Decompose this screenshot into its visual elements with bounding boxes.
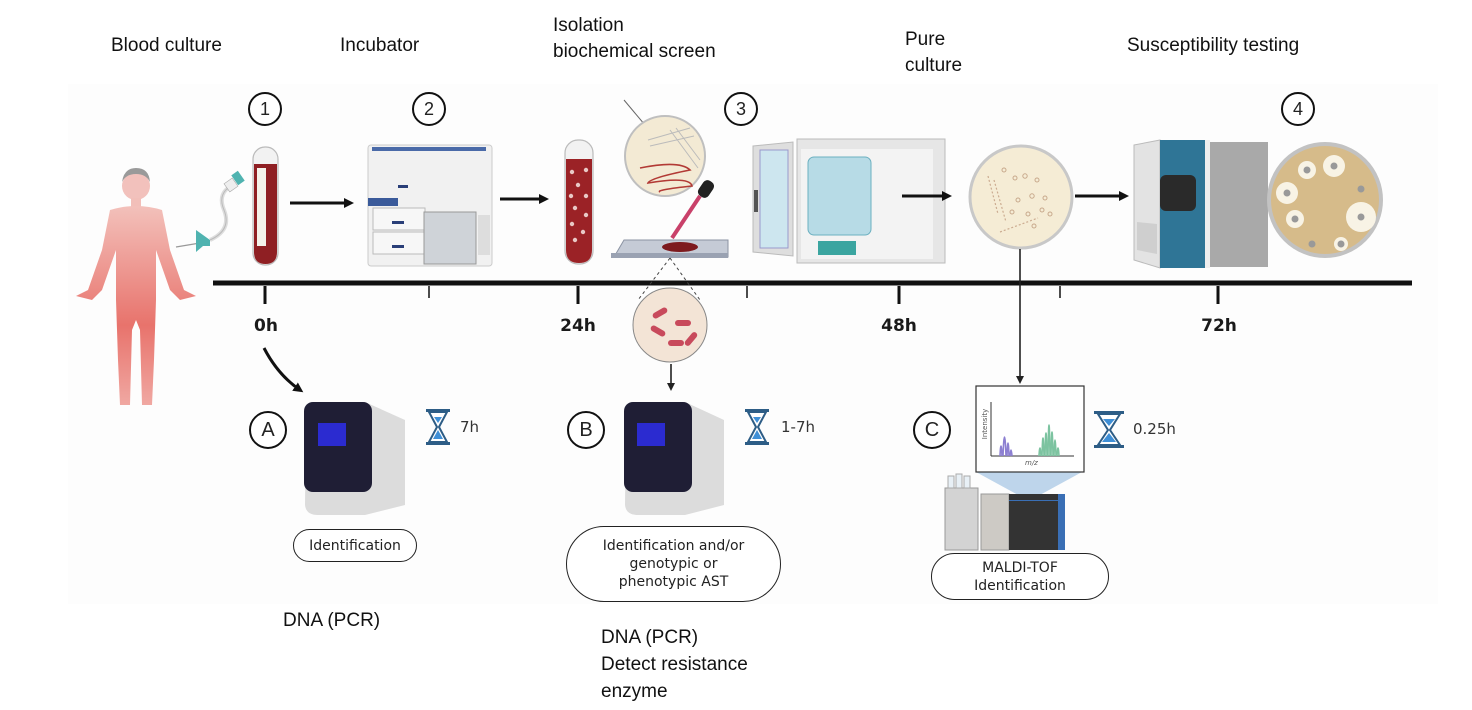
positive-culture-tube-icon [564, 139, 594, 265]
gram-stain-slide-icon [611, 180, 729, 258]
method-letter-a: A [249, 411, 287, 449]
duration-b: 1-7h [781, 418, 816, 436]
stage-title-blood-culture: Blood culture [111, 35, 222, 56]
duration-a: 7h [460, 418, 480, 436]
tick-label-0h: 0h [254, 316, 278, 336]
method-note-a: DNA (PCR) [283, 610, 381, 631]
stage-title-isolation: Isolation biochemical screen [553, 15, 716, 62]
hourglass-icon [1094, 411, 1124, 448]
incubator-icon [752, 138, 946, 264]
pcr-instrument-b-icon [624, 402, 724, 515]
timeline-ticks [263, 286, 1220, 304]
step-number-2: 2 [412, 92, 446, 126]
patient-body-icon [76, 168, 196, 405]
method-letter-c: C [913, 411, 951, 449]
tick-label-72h: 72h [1201, 316, 1237, 336]
step-number-3: 3 [724, 92, 758, 126]
pcr-instrument-a-icon [304, 402, 405, 515]
spectrum-ylabel: Intensity [981, 408, 990, 440]
blood-culture-incubator-icon [367, 144, 493, 267]
ast-instrument-icon [1133, 139, 1268, 269]
hourglass-icon [745, 409, 769, 445]
hourglass-icon [426, 409, 450, 445]
result-label-b: Identification and/or genotypic or pheno… [566, 526, 781, 602]
stage-title-susceptibility: Susceptibility testing [1127, 35, 1300, 56]
tick-label-48h: 48h [881, 316, 917, 336]
method-letter-b: B [567, 411, 605, 449]
step-number-1: 1 [248, 92, 282, 126]
tick-label-24h: 24h [560, 316, 596, 336]
bacteria-magnified-icon [632, 257, 708, 363]
step-number-4: 4 [1281, 92, 1315, 126]
result-label-c: MALDI-TOF Identification [931, 553, 1109, 600]
pure-culture-plate-icon [968, 144, 1074, 250]
spectrum-xlabel: m/z [1025, 459, 1038, 467]
ast-disk-diffusion-plate-icon [1267, 142, 1383, 258]
flow-arrow-to-a [262, 347, 304, 393]
blood-culture-tube-icon [252, 146, 279, 266]
method-note-b: DNA (PCR) Detect resistance enzyme [601, 627, 748, 702]
mass-spectrometer-icon [944, 473, 1065, 551]
stage-title-pure-culture: Pure culture [905, 29, 963, 76]
mass-spectrum-chart [975, 385, 1085, 496]
result-label-a: Identification [293, 529, 417, 562]
stage-title-incubator: Incubator [340, 35, 420, 56]
butterfly-needle-icon [175, 170, 245, 252]
streak-plate-icon [623, 99, 706, 197]
duration-c: 0.25h [1133, 420, 1176, 438]
